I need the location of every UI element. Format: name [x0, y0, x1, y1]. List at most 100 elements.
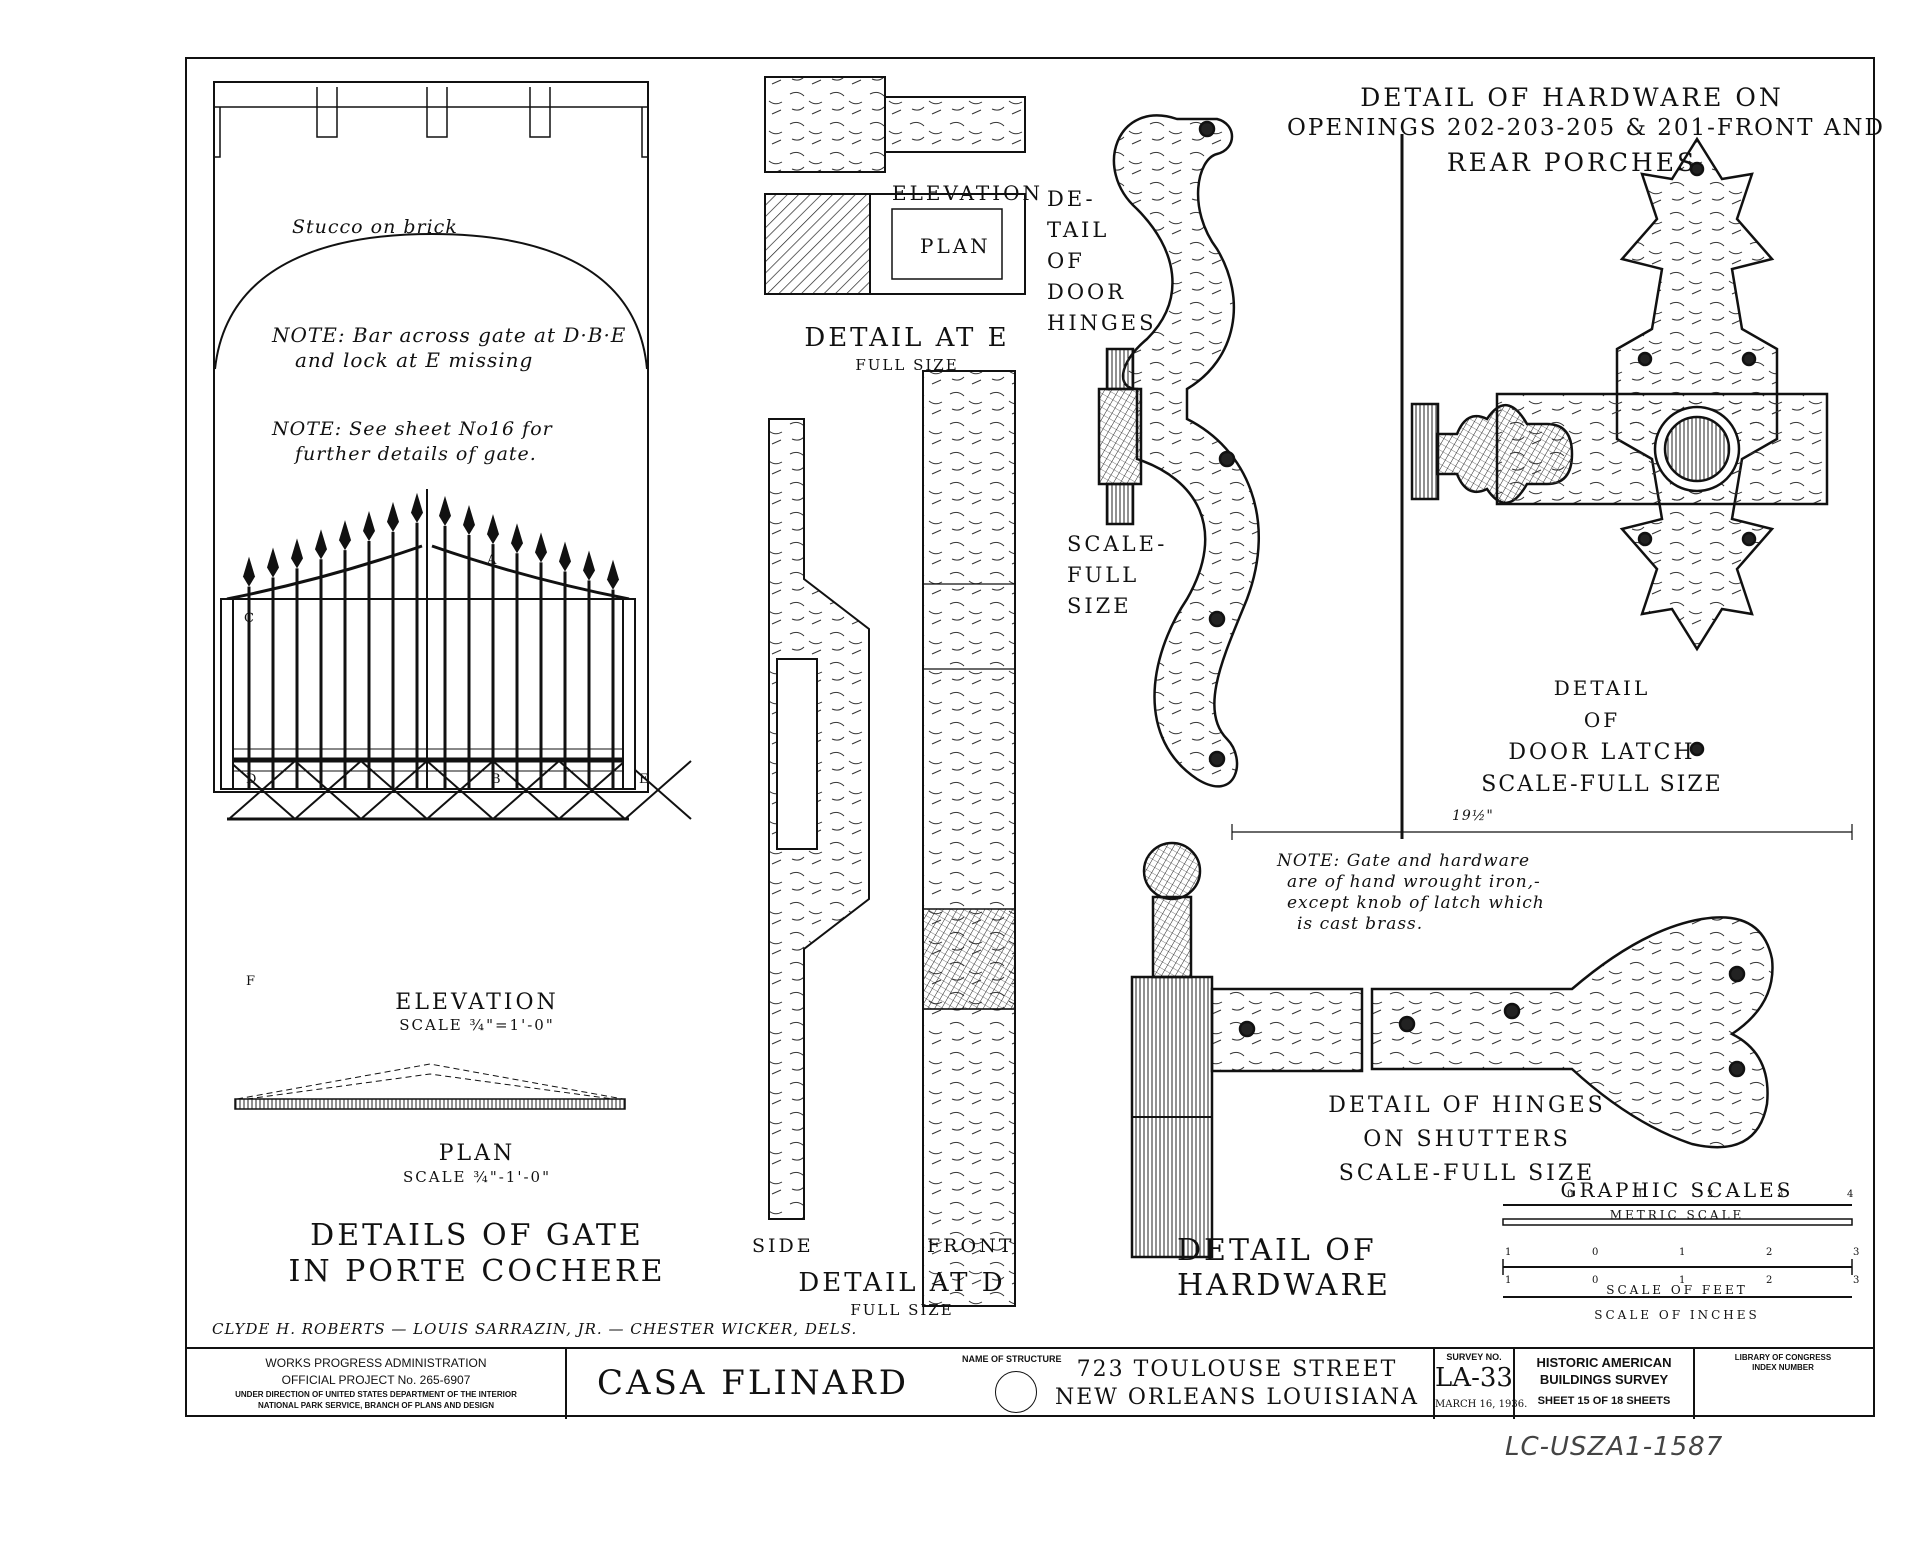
gate-title-line: DETAILS OF GATE	[310, 1218, 644, 1253]
detail-d-side-label: SIDE	[752, 1235, 814, 1257]
drawing-sheet: Stucco on brick NOTE: Bar across gate at…	[185, 57, 1883, 1419]
spear-head	[439, 495, 451, 526]
spear-head	[291, 538, 303, 569]
scale-tick-label: 3	[1777, 1189, 1785, 1200]
gate-title-line: IN PORTE COCHERE	[288, 1254, 666, 1289]
door-latch-label-line: SCALE-FULL SIZE	[1481, 772, 1723, 797]
hardware-note-line: except knob of latch which	[1287, 893, 1545, 913]
door-hinge-scale-line: SIZE	[1067, 594, 1132, 618]
habs-line: BUILDINGS SURVEY	[1539, 1372, 1669, 1387]
spear-head	[559, 541, 571, 572]
wpa-line: OFFICIAL PROJECT No. 265-6907	[281, 1373, 471, 1387]
delineators: CLYDE H. ROBERTS — LOUIS SARRAZIN, JR. —…	[212, 1320, 858, 1338]
gate-note-line: further details of gate.	[295, 443, 537, 465]
metric-scale-label: METRIC SCALE	[1609, 1208, 1745, 1222]
gate-post	[622, 598, 636, 790]
scale-tick-label: 3	[1853, 1275, 1861, 1286]
hardware-title-line: HARDWARE	[1177, 1268, 1391, 1303]
shutter-hinge-title-line: ON SHUTTERS	[1363, 1127, 1571, 1152]
inches-scale-label: SCALE OF INCHES	[1594, 1308, 1760, 1322]
sheet-number: SHEET 15 OF 18 SHEETS	[1537, 1395, 1671, 1407]
address-line: 723 TOULOUSE STREET	[1076, 1357, 1398, 1382]
habs-cell: HISTORIC AMERICAN BUILDINGS SURVEY SHEET…	[1515, 1349, 1695, 1419]
wpa-cell: WORKS PROGRESS ADMINISTRATION OFFICIAL P…	[187, 1349, 567, 1419]
shutter-hinge-drawing	[1130, 824, 1853, 1259]
scale-tick-label: 1	[1637, 1189, 1645, 1200]
survey-no-label: SURVEY NO.	[1446, 1352, 1502, 1362]
hardware-note-line: are of hand wrought iron,-	[1287, 872, 1541, 892]
scale-tick-label: 3	[1853, 1247, 1861, 1258]
spear-head	[339, 520, 351, 551]
wpa-line: UNDER DIRECTION OF UNITED STATES DEPARTM…	[235, 1390, 517, 1399]
gate-point-label: B	[491, 772, 502, 787]
hardware-note-line: NOTE: Gate and hardware	[1277, 851, 1531, 871]
scale-tick-label: 1	[1679, 1275, 1687, 1286]
gate-lattice	[492, 760, 560, 820]
detail-d-drawing	[768, 370, 1016, 1307]
graphic-scale-bars	[1502, 1204, 1853, 1298]
door-latch-label-line: OF	[1583, 708, 1621, 732]
spear-head	[535, 532, 547, 563]
gate-lattice	[426, 760, 494, 820]
door-hinge-scale-line: FULL	[1067, 563, 1140, 587]
gate-plan-scale: SCALE ¾"-1'-0"	[403, 1168, 551, 1186]
door-hinge-title-line: HINGES	[1047, 311, 1157, 335]
loc-cell: LIBRARY OF CONGRESS INDEX NUMBER	[1695, 1349, 1873, 1419]
gate-post	[220, 598, 234, 790]
spear-head	[411, 492, 423, 523]
door-hinge-title-line: DE-	[1047, 187, 1096, 211]
name-of-structure-label: NAME OF STRUCTURE	[962, 1354, 1062, 1364]
spear-head	[463, 504, 475, 535]
scale-tick-label: 0	[1592, 1275, 1600, 1286]
gate-plan-drawing	[234, 1063, 626, 1110]
survey-date: MARCH 16, 1936.	[1435, 1399, 1528, 1410]
scale-tick-label: 2	[1707, 1189, 1715, 1200]
address-line: NEW ORLEANS LOUISIANA	[1054, 1385, 1420, 1410]
survey-no: LA-33	[1435, 1363, 1513, 1393]
scale-tick-label: 1	[1505, 1275, 1513, 1286]
structure-name: CASA FLINARD	[597, 1363, 909, 1403]
survey-cell: SURVEY NO. LA-33 MARCH 16, 1936.	[1435, 1349, 1528, 1419]
hardware-header-line: REAR PORCHES	[1446, 148, 1698, 177]
spear-head	[583, 550, 595, 581]
gate-lattice	[360, 760, 428, 820]
detail-e-scale: FULL SIZE	[855, 356, 959, 374]
spear-head	[267, 547, 279, 578]
gate-lattice	[228, 760, 296, 820]
title-block: WORKS PROGRESS ADMINISTRATION OFFICIAL P…	[187, 1347, 1873, 1419]
drawing-artwork	[213, 76, 1853, 1307]
gate-note-line: and lock at E missing	[295, 348, 534, 372]
feet-scale-label: SCALE OF FEET	[1606, 1283, 1748, 1297]
detail-e-drawing	[764, 76, 1026, 295]
detail-e-elevation-label: ELEVATION	[892, 181, 1044, 205]
detail-d-title: DETAIL AT D	[798, 1268, 1006, 1298]
scale-tick-label: 2	[1766, 1247, 1774, 1258]
loc-line: INDEX NUMBER	[1752, 1363, 1814, 1372]
accession-number: LC-USZA1-1587	[1505, 1432, 1724, 1462]
shutter-hinge-title-line: SCALE-FULL SIZE	[1338, 1161, 1596, 1186]
habs-seal-icon	[995, 1371, 1037, 1413]
gate-elevation-scale: SCALE ¾"=1'-0"	[399, 1016, 555, 1034]
door-hinge-title-line: OF	[1047, 249, 1085, 273]
spear-head	[387, 501, 399, 532]
hardware-note-line: is cast brass.	[1297, 914, 1424, 934]
scale-tick-label: 2	[1766, 1275, 1774, 1286]
gate-point-label: C	[244, 611, 255, 626]
gate-point-label: D	[246, 772, 258, 787]
gate-elevation-label: ELEVATION	[395, 990, 559, 1015]
door-hinge-scale: SCALE- FULL SIZE	[1067, 529, 1167, 622]
loc-line: LIBRARY OF CONGRESS	[1734, 1353, 1832, 1362]
gate-note-line: NOTE: See sheet No16 for	[272, 418, 553, 440]
shutter-hinge-dimension: 19½"	[1452, 808, 1494, 824]
door-hinge-title-line: TAIL	[1047, 218, 1110, 242]
spear-head	[511, 523, 523, 554]
spear-head	[363, 511, 375, 542]
spear-head	[315, 529, 327, 560]
gate-point-label: F	[246, 974, 257, 989]
detail-d-scale: FULL SIZE	[850, 1301, 954, 1319]
gate-bars	[220, 492, 692, 821]
gate-point-label: E	[639, 772, 650, 787]
gate-point-label: A	[487, 553, 498, 568]
detail-d-front-label: FRONT	[927, 1235, 1015, 1257]
structure-cell: CASA FLINARD NAME OF STRUCTURE 723 TOULO…	[567, 1349, 1435, 1419]
